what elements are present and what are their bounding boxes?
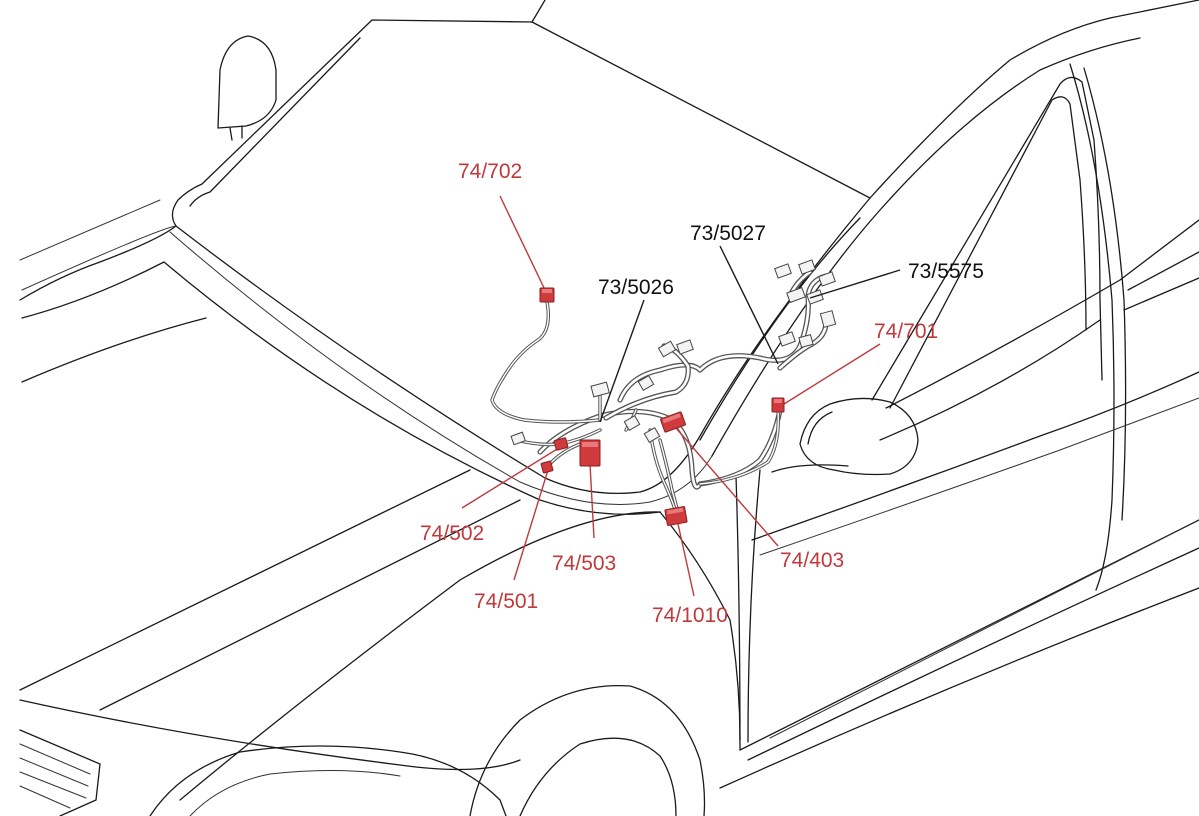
hood-front-edge <box>19 699 521 771</box>
windshield-lower-trim <box>169 231 713 505</box>
wheel-arch <box>469 684 706 816</box>
label-74-702: 74/702 <box>458 160 522 183</box>
windshield-inner-edge <box>189 37 361 207</box>
connectors <box>539 287 785 526</box>
dash-line-2 <box>19 199 161 261</box>
leader-74-502 <box>461 445 563 509</box>
door-character-line-2 <box>759 397 1199 556</box>
a-pillar-inner <box>711 37 1141 457</box>
connector-74-702 <box>539 287 555 303</box>
rear-window-frame <box>1127 251 1199 291</box>
side-mirror-glass <box>807 411 833 445</box>
leader-74-702 <box>499 195 547 293</box>
label-73-5575: 73/5575 <box>908 260 984 283</box>
door-belt-line-2 <box>885 219 1199 409</box>
side-mirror-base <box>771 464 849 473</box>
hood-side-edge <box>179 511 661 801</box>
grille-outline <box>19 729 101 816</box>
side-mirror <box>799 397 919 476</box>
leader-74-501 <box>513 469 549 581</box>
roof-edge <box>531 0 546 23</box>
rear-window-lower <box>1123 277 1199 311</box>
a-pillar-outer <box>869 17 1111 199</box>
label-74-503: 74/503 <box>552 552 616 575</box>
leader-74-503 <box>589 463 595 539</box>
leader-lines <box>461 195 901 597</box>
label-74-501: 74/501 <box>474 590 538 613</box>
headlight-outline <box>149 745 507 816</box>
car-body-outline <box>19 0 1199 816</box>
b-pillar-inner <box>1083 67 1127 521</box>
hood-left-panel <box>21 317 207 383</box>
label-73-5026: 73/5026 <box>598 276 674 299</box>
door-window-inner <box>889 96 1087 409</box>
leader-74-701 <box>783 343 881 405</box>
grille-bar-1 <box>19 743 91 775</box>
hood-crease-2 <box>99 499 521 711</box>
connector-labels: 74/702 73/5027 73/5575 73/5026 74/701 74… <box>420 160 984 627</box>
hood-rear-edge <box>21 261 661 515</box>
sill-line-3 <box>719 587 1199 789</box>
connector-74-502 <box>553 437 569 451</box>
grille-bar-4 <box>19 785 71 809</box>
leader-73-5026 <box>599 299 645 423</box>
interior-mirror-mount <box>229 125 243 141</box>
b-pillar <box>1069 63 1115 591</box>
sill-line-2 <box>747 547 1199 761</box>
label-74-1010: 74/1010 <box>652 604 728 627</box>
door-character-line <box>751 371 1199 541</box>
roof-line <box>1109 0 1199 19</box>
a-pillar-front <box>699 217 861 441</box>
connector-74-1010 <box>664 506 688 526</box>
label-73-5027: 73/5027 <box>690 222 766 245</box>
door-belt-line <box>879 319 1101 441</box>
windshield-outline <box>171 19 871 495</box>
label-74-403: 74/403 <box>780 549 844 572</box>
grille-bar-2 <box>19 757 89 787</box>
door-front-edge <box>747 469 761 743</box>
cowl-line <box>19 225 177 301</box>
rocker-detail <box>769 519 1199 739</box>
connector-74-503 <box>579 439 601 467</box>
wheel-arch-inner <box>519 737 677 816</box>
leader-74-403 <box>675 427 779 547</box>
grille-bar-3 <box>19 771 87 799</box>
connector-74-701 <box>771 397 785 413</box>
door-window-frame <box>871 76 1103 401</box>
dash-line-1 <box>21 225 177 291</box>
harness-plugs <box>510 259 837 446</box>
wiring-harness <box>490 269 829 516</box>
connector-74-403 <box>660 411 686 433</box>
label-74-701: 74/701 <box>874 320 938 343</box>
connector-74-501 <box>540 460 554 474</box>
leader-74-1010 <box>677 523 695 597</box>
leader-73-5575 <box>809 269 901 299</box>
hood-crease-1 <box>19 469 471 691</box>
interior-mirror <box>217 35 277 129</box>
label-74-502: 74/502 <box>420 522 484 545</box>
headlight-inner <box>189 769 401 816</box>
leader-73-5027 <box>719 245 779 365</box>
